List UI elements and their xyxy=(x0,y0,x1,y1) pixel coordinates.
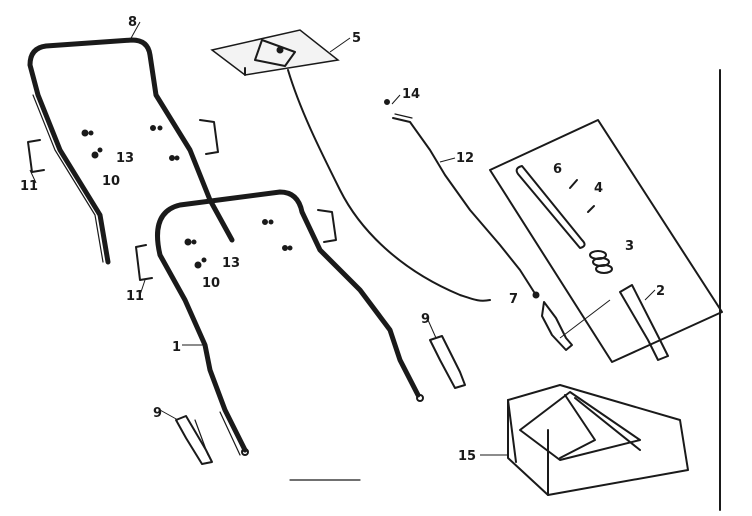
connector-part-7 xyxy=(532,291,573,351)
bracket-part-11-upper xyxy=(27,139,45,173)
lever-part-2 xyxy=(619,284,669,361)
callout-5: 5 xyxy=(352,31,361,46)
rod-part-12 xyxy=(384,99,535,293)
callout-9-lower: 9 xyxy=(153,406,162,421)
callout-1: 1 xyxy=(172,340,181,355)
bracket-part-11-lower xyxy=(135,244,153,281)
lower-handle-part-1 xyxy=(155,189,424,456)
clamp-part-9-upper xyxy=(429,335,466,389)
callout-2: 2 xyxy=(656,284,665,299)
callout-11-lower: 11 xyxy=(126,289,144,304)
border-line xyxy=(289,69,721,511)
hardware-bolts xyxy=(81,125,293,269)
callout-10-lower: 10 xyxy=(202,276,220,291)
callout-12: 12 xyxy=(456,151,474,166)
control-cable xyxy=(287,69,491,302)
callout-14: 14 xyxy=(402,87,420,102)
callout-13-upper: 13 xyxy=(116,151,134,166)
callout-9-upper: 9 xyxy=(421,312,430,327)
callout-8: 8 xyxy=(128,15,137,30)
clamp-part-9-lower xyxy=(175,415,213,465)
control-box-part-5 xyxy=(210,29,340,76)
leader-lines xyxy=(29,21,656,456)
pins-part-4 xyxy=(569,179,595,213)
bracket-part-11-lower-right xyxy=(317,209,337,243)
callout-13-lower: 13 xyxy=(222,256,240,271)
callout-3: 3 xyxy=(625,239,634,254)
spring-part-3 xyxy=(589,250,613,274)
callout-15: 15 xyxy=(458,449,476,464)
callout-11-upper: 11 xyxy=(20,179,38,194)
inset-detail-box xyxy=(489,119,723,363)
callout-7: 7 xyxy=(509,292,518,307)
bracket-part-11-upper-right xyxy=(199,119,219,155)
callout-6: 6 xyxy=(553,162,562,177)
grass-catcher-part-15 xyxy=(507,384,689,496)
callout-10-upper: 10 xyxy=(102,174,120,189)
tube-part-6 xyxy=(515,165,586,249)
callout-4: 4 xyxy=(594,181,603,196)
upper-handle-part-8 xyxy=(27,37,235,265)
